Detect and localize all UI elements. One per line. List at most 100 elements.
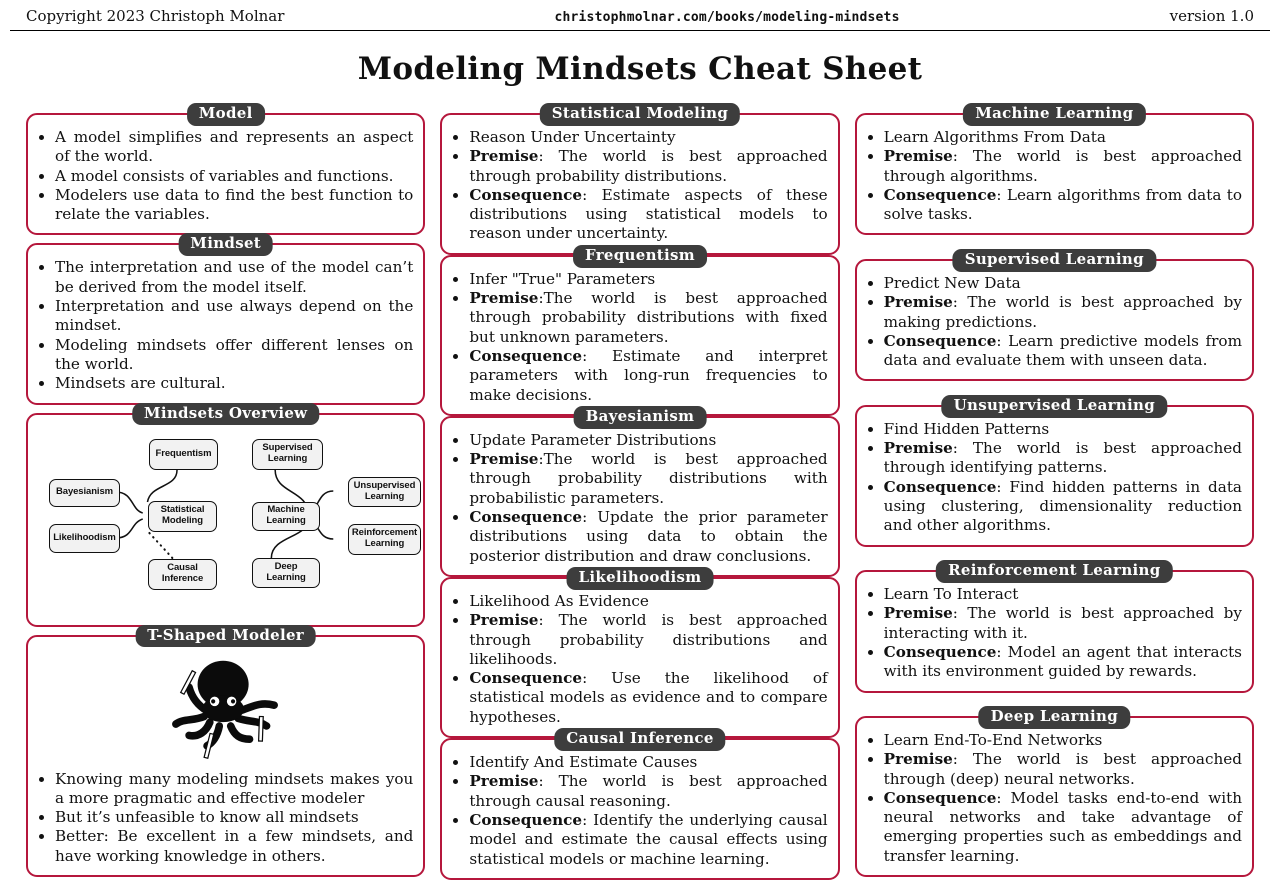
bullet-item: Premise: The world is best approached th…: [469, 611, 827, 669]
bullet-item: Premise:The world is best approached thr…: [469, 450, 827, 508]
bullet-item: Consequence: Model tasks end-to-end with…: [884, 789, 1242, 866]
bullet-item: Better: Be excellent in a few mindsets, …: [55, 827, 413, 866]
bullet-keyword: Premise: [883, 147, 953, 166]
card-badge-t-shaped-modeler: T-Shaped Modeler: [135, 624, 317, 648]
bullet-keyword: Consequence: [469, 669, 583, 688]
bullet-item: Interpretation and use always depend on …: [55, 297, 413, 336]
card-mindset: MindsetThe interpretation and use of the…: [26, 233, 426, 405]
card-frequentism: FrequentismInfer "True" ParametersPremis…: [440, 244, 840, 416]
card-badge-causal-inference: Causal Inference: [554, 728, 726, 751]
bullet-keyword: Consequence: [883, 185, 997, 204]
diagram-node-unsupervised-learning: Unsupervised Learning: [348, 476, 421, 507]
bullet-keyword: Premise: [883, 750, 953, 769]
bullet-item: Consequence: Learn algorithms from data …: [884, 186, 1242, 225]
bullet-keyword: Consequence: [469, 185, 583, 204]
card-badge-machine-learning: Machine Learning: [963, 103, 1146, 126]
diagram-node-likelihoodism: Likelihoodism: [49, 523, 120, 553]
octopus-icon: [171, 660, 278, 759]
bullet-list: Predict New DataPremise: The world is be…: [865, 274, 1242, 370]
card-badge-bayesianism: Bayesianism: [573, 405, 707, 429]
card-deep-learning: Deep LearningLearn End-To-End NetworksPr…: [854, 705, 1254, 877]
mindsets-overview-diagram: Frequentism Bayesianism Likelihoodism St…: [36, 430, 421, 616]
card-unsupervised-learning: Unsupervised LearningFind Hidden Pattern…: [854, 394, 1254, 547]
bullet-list: Learn Algorithms From DataPremise: The w…: [865, 128, 1242, 224]
bullet-item: Premise: The world is best approached by…: [884, 293, 1242, 332]
bullet-item: Modeling mindsets offer different lenses…: [55, 336, 413, 375]
bullet-item: Premise: The world is best approached th…: [884, 147, 1242, 186]
bullet-item: Premise:The world is best approached thr…: [469, 289, 827, 347]
bullet-keyword: Premise: [883, 293, 953, 312]
diagram-node-machine-learning: Machine Learning: [252, 501, 320, 531]
card-causal-inference: Causal InferenceIdentify And Estimate Ca…: [440, 728, 840, 880]
edge-frequentism-statistical: [146, 469, 178, 502]
bullet-item: Premise: The world is best approached th…: [469, 147, 827, 186]
card-badge-reinforcement-learning: Reinforcement Learning: [936, 560, 1173, 583]
column-2: Machine LearningLearn Algorithms From Da…: [854, 103, 1254, 877]
bullet-keyword: Consequence: [883, 477, 997, 496]
bullet-keyword: Premise: [469, 147, 539, 166]
card-badge-statistical-modeling: Statistical Modeling: [539, 103, 741, 126]
card-t-shaped-modeler: T-Shaped Modeler Knowing: [26, 624, 426, 877]
diagram-node-supervised-learning: Supervised Learning: [252, 438, 323, 470]
diagram-node-frequentism: Frequentism: [149, 438, 218, 470]
diagram-node-causal-inference: Causal Inference: [148, 558, 217, 590]
page-header: Copyright 2023 Christoph Molnar christop…: [10, 0, 1270, 31]
bullet-item: A model simplifies and represents an asp…: [55, 128, 413, 167]
bullet-item: Identify And Estimate Causes: [469, 753, 827, 772]
edge-statistical-causal-dotted: [148, 531, 177, 562]
bullet-item: Consequence: Estimate aspects of these d…: [469, 186, 827, 244]
bullet-item: Learn Algorithms From Data: [884, 128, 1242, 147]
column-0: ModelA model simplifies and represents a…: [26, 103, 426, 877]
bullet-item: Mindsets are cultural.: [55, 374, 413, 393]
card-reinforcement-learning: Reinforcement LearningLearn To InteractP…: [854, 560, 1254, 693]
diagram-node-deep-learning: Deep Learning: [252, 557, 320, 588]
bullet-item: Consequence: Estimate and interpret para…: [469, 347, 827, 405]
bullet-item: Predict New Data: [884, 274, 1242, 293]
diagram-node-bayesianism: Bayesianism: [49, 478, 120, 507]
card-badge-likelihoodism: Likelihoodism: [566, 566, 714, 590]
card-statistical-modeling: Statistical ModelingReason Under Uncerta…: [440, 103, 840, 255]
bullet-item: Consequence: Update the prior parameter …: [469, 508, 827, 566]
bullet-list: Identify And Estimate CausesPremise: The…: [450, 753, 827, 869]
bullet-list: Learn End-To-End NetworksPremise: The wo…: [865, 731, 1242, 866]
bullet-item: Premise: The world is best approached th…: [884, 750, 1242, 789]
bullet-item: Consequence: Find hidden patterns in dat…: [884, 478, 1242, 536]
bullet-item: Knowing many modeling mindsets makes you…: [55, 770, 413, 809]
bullet-keyword: Consequence: [469, 810, 583, 829]
bullet-item: Reason Under Uncertainty: [469, 128, 827, 147]
version-text: version 1.0: [1169, 7, 1254, 25]
octopus-figure: [36, 656, 413, 760]
bullet-item: The interpretation and use of the model …: [55, 258, 413, 297]
bullet-item: Learn To Interact: [884, 585, 1242, 604]
card-badge-model: Model: [186, 103, 265, 126]
bullet-item: Premise: The world is best approached th…: [469, 772, 827, 811]
bullet-item: Consequence: Use the likelihood of stati…: [469, 669, 827, 727]
bullet-item: Find Hidden Patterns: [884, 420, 1242, 439]
bullet-item: Consequence: Model an agent that interac…: [884, 643, 1242, 682]
card-machine-learning: Machine LearningLearn Algorithms From Da…: [854, 103, 1254, 236]
bullet-keyword: Premise: [883, 439, 953, 458]
diagram-node-reinforcement-learning: Reinforcement Learning: [348, 523, 421, 555]
bullet-keyword: Consequence: [883, 642, 997, 661]
diagram-node-statistical-modeling: Statistical Modeling: [148, 500, 217, 532]
bullet-list: The interpretation and use of the model …: [36, 258, 413, 393]
bullet-keyword: Consequence: [883, 331, 997, 350]
bullet-list: Likelihood As EvidencePremise: The world…: [450, 592, 827, 727]
bullet-keyword: Consequence: [469, 346, 583, 365]
bullet-item: A model consists of variables and functi…: [55, 167, 413, 186]
card-bayesianism: BayesianismUpdate Parameter Distribution…: [440, 405, 840, 577]
card-mindsets-overview: Mindsets Overview Frequentism Bayesianis…: [26, 402, 426, 627]
bullet-keyword: Premise: [469, 611, 539, 630]
bullet-keyword: Premise: [883, 604, 953, 623]
edge-bayesianism-statistical: [115, 490, 143, 514]
bullet-item: Consequence: Identify the underlying cau…: [469, 811, 827, 869]
diagram-edges: [115, 469, 334, 562]
card-likelihoodism: LikelihoodismLikelihood As EvidencePremi…: [440, 566, 840, 739]
bullet-item: Premise: The world is best approached by…: [884, 604, 1242, 643]
bullet-list: Find Hidden PatternsPremise: The world i…: [865, 420, 1242, 536]
bullet-item: Modelers use data to find the best funct…: [55, 186, 413, 225]
bullet-list: Learn To InteractPremise: The world is b…: [865, 585, 1242, 681]
page-title: Modeling Mindsets Cheat Sheet: [357, 51, 923, 87]
card-badge-mindset: Mindset: [178, 233, 274, 257]
bullet-item: Premise: The world is best approached th…: [884, 439, 1242, 478]
